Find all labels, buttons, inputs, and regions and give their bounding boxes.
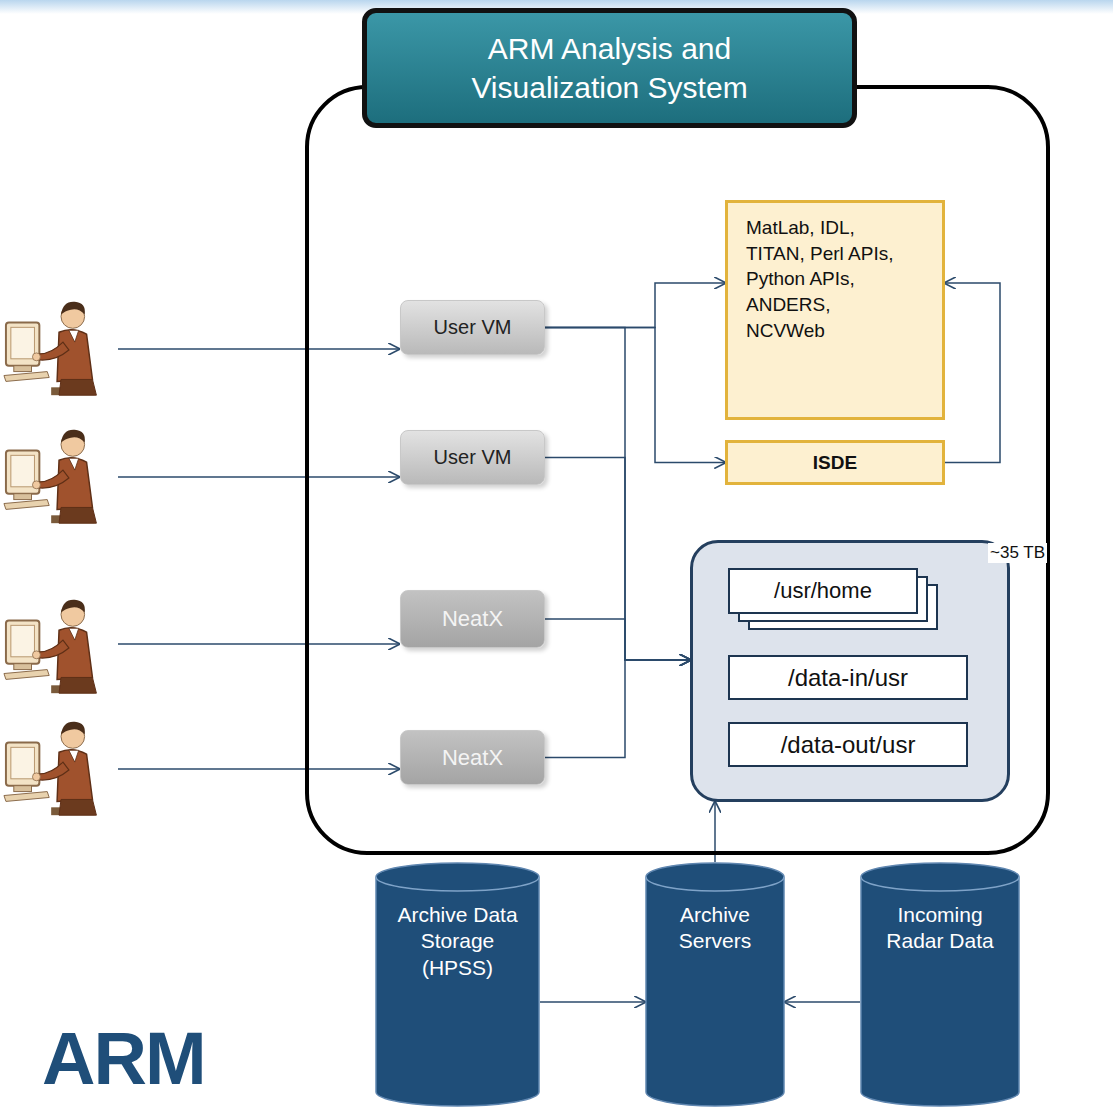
user-figure [4,430,96,523]
cylinder-rim [861,877,1019,891]
flow-arrow [545,458,690,661]
vm-box: NeatX [400,730,545,785]
flow-arrow [545,283,725,328]
cylinder-body [861,863,1019,1106]
flow-arrow [945,283,1000,463]
system-title: ARM Analysis and Visualization System [362,8,857,128]
cylinder-outline [645,862,785,1107]
directory-stack: /usr/home [728,568,918,614]
logo-text: ARM [42,1022,205,1096]
vm-box: NeatX [400,590,545,648]
process-box: ISDE [725,440,945,485]
user-figure [4,600,96,693]
flow-arrow [545,328,690,661]
node-text: Archive Servers [657,902,773,955]
database-cylinder: Incoming Radar Data [860,862,1020,1107]
user-arrow [118,476,399,478]
user-figures [4,302,96,815]
user-arrow [118,348,399,350]
flow-arrow [540,1001,645,1003]
node-text: /data-out/usr [781,731,916,759]
node-text: MatLab, IDL, TITAN, Perl APIs, Python AP… [746,215,912,343]
user-links [118,349,399,769]
node-text: NeatX [442,606,503,632]
user-figure [4,302,96,395]
node-text: Incoming Radar Data [872,902,1008,955]
cylinder-rim [646,877,784,891]
cylinder-body [646,863,784,1106]
flow-arrow [545,619,690,660]
flow-arrow [545,660,690,758]
directory-box: /data-out/usr [728,722,968,767]
node-text: User VM [434,316,512,339]
directory-box: /data-in/usr [728,655,968,700]
database-cylinder: Archive Data Storage (HPSS) [375,862,540,1107]
cylinder-outline [375,862,540,1107]
node-text: NeatX [442,745,503,771]
node-text: /data-in/usr [788,664,908,692]
storage-panel: ~35 TB/usr/home/data-in/usr/data-out/usr [690,540,1010,802]
flow-arrow [545,328,725,463]
cylinder-outline [860,862,1020,1107]
user-arrow [118,643,399,645]
vm-box: User VM [400,300,545,355]
node-text: User VM [434,446,512,469]
user-figure [4,722,96,815]
node-text: Archive Data Storage (HPSS) [387,902,528,981]
user-arrow [118,768,399,770]
tools-box: MatLab, IDL, TITAN, Perl APIs, Python AP… [725,200,945,420]
system-boundary: ARM Analysis and Visualization SystemUse… [305,85,1050,855]
vm-box: User VM [400,430,545,485]
cylinder-rim [376,877,539,891]
database-cylinder: Archive Servers [645,862,785,1107]
node-text: ISDE [813,452,857,474]
node-text: /usr/home [774,578,872,604]
cylinder-body [376,863,539,1106]
flow-arrow [785,1001,860,1003]
stack-sheet [729,569,917,613]
capacity-label: ~35 TB [988,543,1047,563]
